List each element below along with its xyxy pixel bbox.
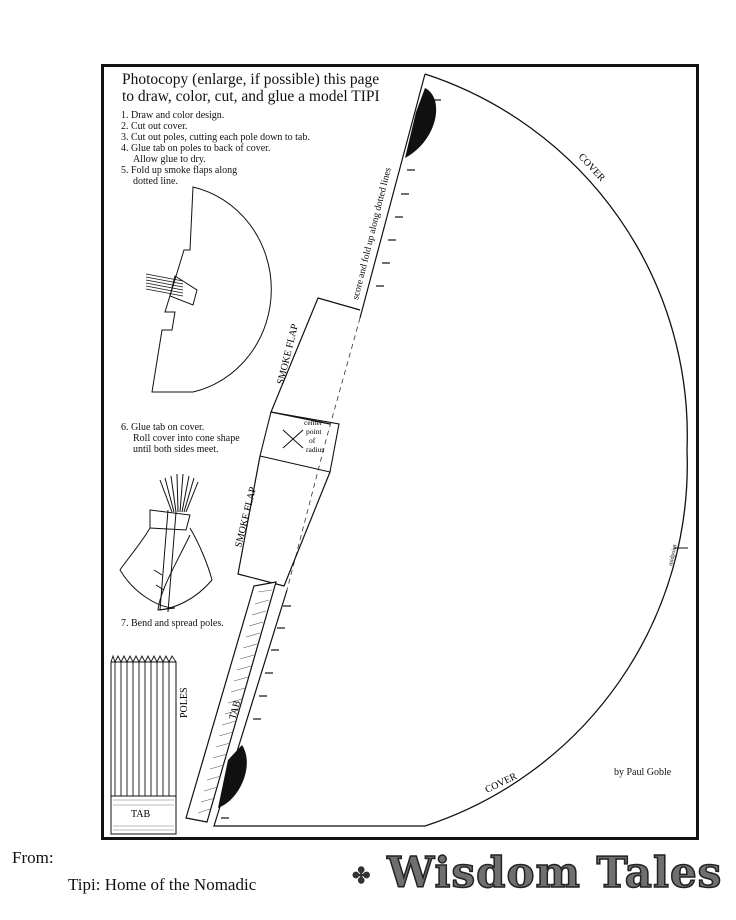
pattern-page-frame	[101, 64, 699, 840]
smoke-flap-label-top: SMOKE FLAP	[275, 323, 301, 386]
cover-glue-tab	[185, 581, 277, 823]
smoke-flap-label-bottom: SMOKE FLAP	[233, 486, 259, 549]
cover-label-top: COVER	[576, 152, 607, 185]
instructions-step-6: 6. Glue tab on cover. Roll cover into co…	[121, 422, 240, 455]
author-credit: by Paul Goble	[614, 767, 672, 778]
step-3: 3. Cut out poles, cutting each pole down…	[121, 132, 310, 143]
instructions-steps-1-5: 1. Draw and color design. 2. Cut out cov…	[121, 110, 310, 187]
cover-outline	[424, 73, 688, 827]
instructions-step-7: 7. Bend and spread poles.	[121, 618, 224, 629]
footer-book-title: Tipi: Home of the Nomadic	[68, 875, 257, 894]
center-point-label: center point of radius	[304, 418, 324, 454]
pin-hole-ticks-lower	[221, 605, 291, 819]
door-hole-bottom	[218, 745, 247, 808]
smoke-flap-lower	[237, 455, 331, 587]
fold-line	[286, 317, 361, 591]
svg-text:radius: radius	[306, 445, 324, 454]
center-point-mark	[282, 429, 304, 449]
instructions-title: Photocopy (enlarge, if possible) this pa…	[122, 71, 380, 105]
score-fold-note: score and fold up along dotted lines	[350, 166, 394, 301]
svg-text:of: of	[309, 436, 316, 445]
cover-edge-upper	[359, 73, 426, 319]
step-5: 5. Fold up smoke flaps along	[121, 165, 238, 176]
publisher-name: Wisdom Tales	[386, 847, 723, 898]
smoke-flap-upper	[270, 297, 361, 425]
poles-label: POLES	[179, 687, 190, 718]
step-4: 4. Glue tab on poles to back of cover.	[121, 143, 271, 154]
tab-label: TAB	[227, 699, 243, 721]
door-hole-top	[405, 88, 437, 158]
step-2: 2. Cut out cover.	[121, 121, 188, 132]
poles-tab-label: TAB	[131, 809, 151, 820]
svg-text:point: point	[306, 427, 322, 436]
step6-illustration	[119, 473, 213, 613]
step4-illustration	[145, 186, 272, 393]
poles-illustration	[110, 654, 177, 835]
center-point-box	[259, 411, 340, 473]
ornament-icon: ✤	[352, 863, 372, 889]
midpoint-label: midpoint	[668, 544, 678, 567]
publisher-logo: ✤ Wisdom Tales ✤	[352, 847, 736, 901]
step-5-cont: dotted line.	[133, 176, 178, 187]
step-4-cont: Allow glue to dry.	[133, 154, 206, 165]
footer-from: From:	[12, 848, 54, 867]
pin-hole-ticks-upper	[376, 99, 441, 287]
svg-text:center: center	[304, 418, 323, 427]
step-1: 1. Draw and color design.	[121, 110, 225, 121]
